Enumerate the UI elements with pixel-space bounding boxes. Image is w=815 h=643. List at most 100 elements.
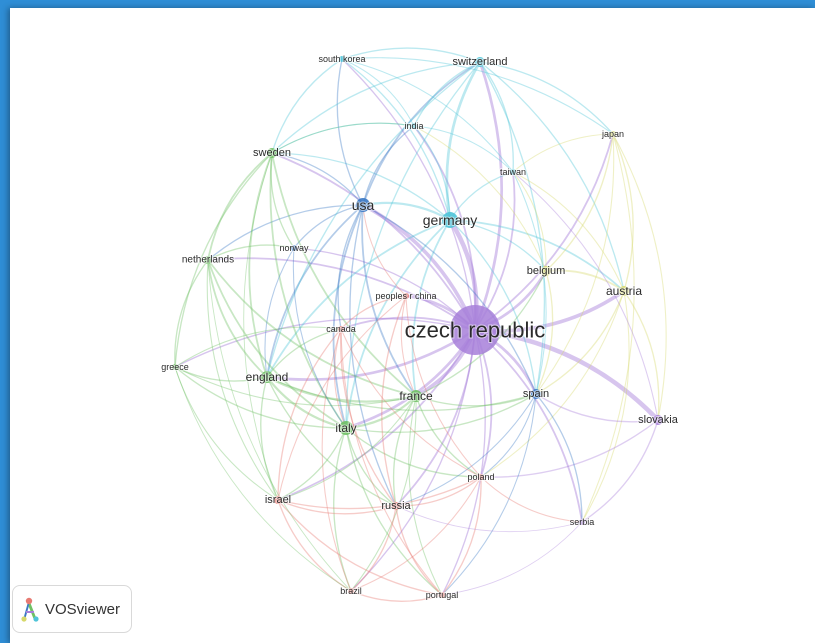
node-label-japan[interactable]: japan xyxy=(600,128,625,140)
node-label-india[interactable]: india xyxy=(403,120,424,132)
edge-france-israel xyxy=(277,395,417,501)
node-england[interactable] xyxy=(261,371,273,383)
node-label-israel[interactable]: israel xyxy=(264,493,292,507)
node-spain[interactable] xyxy=(531,389,541,399)
node-italy[interactable] xyxy=(339,421,353,435)
edge-czech-republic-norway xyxy=(293,247,476,331)
node-label-netherlands[interactable]: netherlands xyxy=(181,254,235,267)
edge-england-greece xyxy=(174,366,268,382)
node-peoples-r-china[interactable] xyxy=(403,293,409,299)
edge-south-korea-india xyxy=(341,58,415,127)
node-label-spain[interactable]: spain xyxy=(522,387,550,401)
node-netherlands[interactable] xyxy=(204,256,212,264)
node-label-greece[interactable]: greece xyxy=(160,361,190,373)
edge-usa-france xyxy=(361,204,417,397)
edge-israel-poland xyxy=(277,476,482,510)
node-switzerland[interactable] xyxy=(475,57,485,67)
node-label-norway[interactable]: norway xyxy=(278,242,310,254)
edge-austria-slovakia xyxy=(623,290,660,421)
edge-spain-poland xyxy=(480,393,537,478)
edge-sweden-greece xyxy=(174,152,273,368)
edge-peoples-r-china-usa xyxy=(362,204,407,297)
edge-south-korea-japan xyxy=(341,57,614,135)
node-label-slovakia[interactable]: slovakia xyxy=(637,413,680,427)
node-greece[interactable] xyxy=(172,364,178,370)
edge-sweden-india xyxy=(271,122,415,154)
edge-serbia-portugal xyxy=(441,521,583,596)
node-slovakia[interactable] xyxy=(653,415,663,425)
node-layer xyxy=(172,56,663,598)
edge-sweden-italy xyxy=(269,152,347,429)
node-canada[interactable] xyxy=(338,326,344,332)
node-label-austria[interactable]: austria xyxy=(605,283,643,299)
edge-italy-israel xyxy=(277,427,347,501)
node-south-korea[interactable] xyxy=(339,56,345,62)
edge-usa-norway xyxy=(293,204,364,249)
node-russia[interactable] xyxy=(392,502,400,510)
edge-israel-portugal xyxy=(277,499,443,596)
edge-netherlands-france xyxy=(207,259,417,397)
edge-usa-netherlands xyxy=(207,204,364,261)
edge-brazil-portugal xyxy=(350,590,443,602)
edge-poland-serbia xyxy=(480,476,583,523)
edge-south-korea-sweden xyxy=(271,58,343,154)
node-japan[interactable] xyxy=(610,131,616,137)
edge-germany-india xyxy=(413,125,451,221)
node-india[interactable] xyxy=(411,123,417,129)
node-label-switzerland[interactable]: switzerland xyxy=(451,55,508,69)
edge-belgium-india xyxy=(413,125,547,272)
node-belgium[interactable] xyxy=(541,266,551,276)
edge-russia-poland xyxy=(395,476,482,507)
edge-netherlands-england xyxy=(207,259,268,378)
node-brazil[interactable] xyxy=(348,588,354,594)
node-usa[interactable] xyxy=(356,198,370,212)
node-israel[interactable] xyxy=(274,496,282,504)
edge-japan-slovakia xyxy=(612,133,667,421)
edge-netherlands-greece xyxy=(174,259,209,368)
edge-france-russia xyxy=(392,395,417,507)
node-label-poland[interactable]: poland xyxy=(466,471,495,483)
node-label-sweden[interactable]: sweden xyxy=(252,146,292,160)
node-label-germany[interactable]: germany xyxy=(422,211,478,229)
node-taiwan[interactable] xyxy=(510,169,516,175)
node-label-brazil[interactable]: brazil xyxy=(339,585,363,597)
node-label-taiwan[interactable]: taiwan xyxy=(499,166,527,178)
node-label-russia[interactable]: russia xyxy=(380,499,412,513)
edge-peoples-r-china-canada xyxy=(340,295,407,330)
edge-germany-sweden xyxy=(271,152,451,221)
node-portugal[interactable] xyxy=(439,592,445,598)
edge-england-russia xyxy=(266,376,397,507)
node-label-england[interactable]: england xyxy=(245,369,290,385)
node-label-france[interactable]: france xyxy=(398,388,434,404)
edge-netherlands-brazil xyxy=(207,259,352,592)
node-label-belgium[interactable]: belgium xyxy=(526,264,567,278)
node-label-south-korea[interactable]: south korea xyxy=(317,53,366,65)
edge-germany-italy xyxy=(345,219,451,429)
node-label-portugal[interactable]: portugal xyxy=(425,589,460,601)
vosviewer-logo-text: VOSviewer xyxy=(45,600,121,618)
node-label-czech-republic[interactable]: czech republic xyxy=(404,317,547,344)
edge-south-korea-taiwan xyxy=(341,58,514,173)
node-france[interactable] xyxy=(410,390,422,402)
edge-sweden-england xyxy=(248,152,273,378)
edge-slovakia-poland xyxy=(480,419,659,478)
edge-greece-israel xyxy=(174,366,279,501)
node-label-peoples-r-china[interactable]: peoples r china xyxy=(374,290,437,302)
node-label-usa[interactable]: usa xyxy=(351,196,376,214)
edge-spain-portugal xyxy=(441,393,537,596)
edge-france-brazil xyxy=(350,395,417,592)
node-czech-republic[interactable] xyxy=(450,305,500,355)
node-norway[interactable] xyxy=(291,245,297,251)
node-serbia[interactable] xyxy=(579,519,585,525)
network-graph[interactable]: czech republic slovakia serbia switzerland g… xyxy=(10,8,815,643)
node-poland[interactable] xyxy=(478,474,484,480)
edge-usa-canada xyxy=(337,204,364,330)
node-austria[interactable] xyxy=(619,286,629,296)
edge-czech-republic-india xyxy=(413,125,477,331)
edge-canada-israel xyxy=(277,328,342,501)
node-germany[interactable] xyxy=(442,212,458,228)
node-sweden[interactable] xyxy=(267,148,277,158)
node-label-italy[interactable]: italy xyxy=(334,420,357,436)
node-label-canada[interactable]: canada xyxy=(325,323,357,335)
node-label-serbia[interactable]: serbia xyxy=(569,516,596,528)
